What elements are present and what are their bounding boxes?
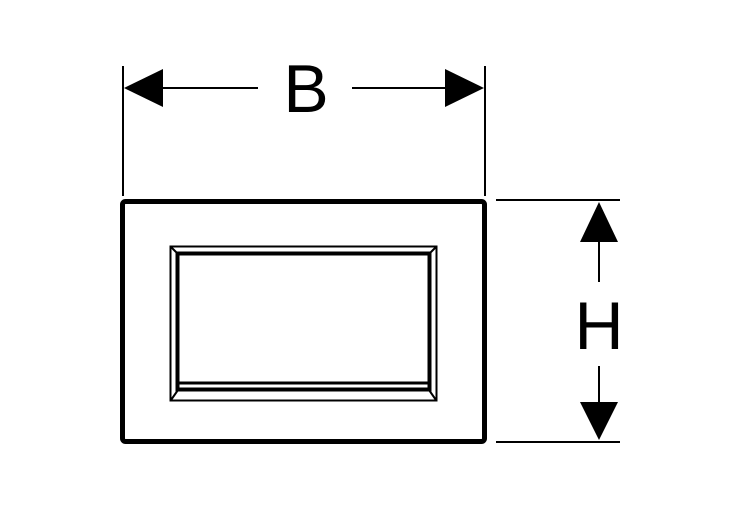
width-label: B: [283, 51, 328, 127]
height-arrow-down-icon: [580, 402, 618, 440]
inner-button-outer-edge: [169, 245, 438, 402]
bevel-top-right: [428, 246, 437, 255]
outer-plate: [120, 199, 487, 444]
height-arrow-up-icon: [580, 202, 618, 242]
bevel-bottom-left: [170, 389, 179, 401]
width-arrow-right-icon: [445, 69, 484, 107]
inner-button-inner-edge: [175, 251, 432, 392]
bevel-bottom-right: [428, 389, 437, 401]
width-arrow-left-icon: [124, 69, 163, 107]
bevel-top-left: [170, 246, 179, 255]
height-label: H: [574, 288, 623, 364]
